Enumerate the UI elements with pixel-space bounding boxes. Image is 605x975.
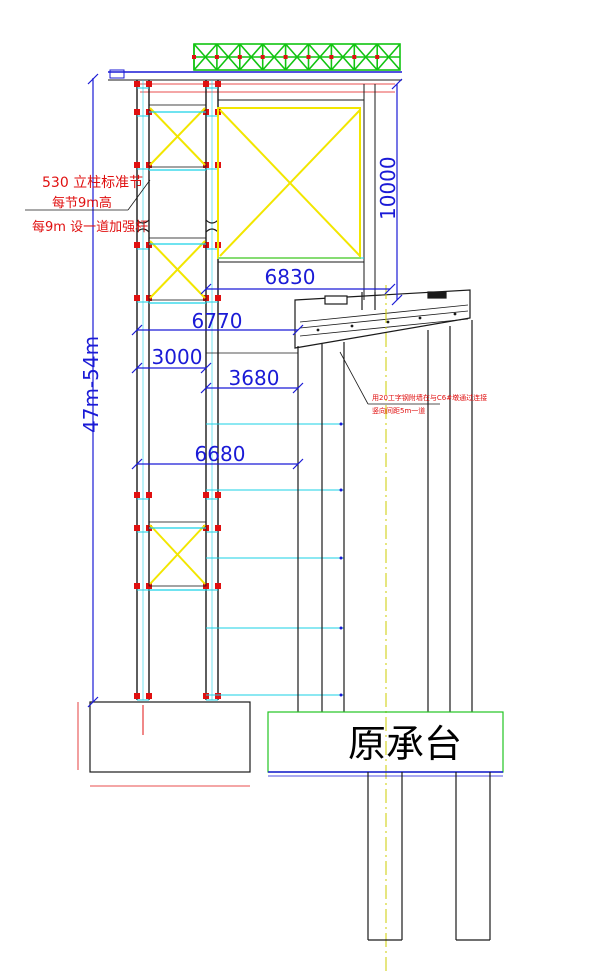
column-joint-marker bbox=[215, 492, 221, 498]
tie-rods bbox=[206, 422, 344, 697]
truss-member bbox=[353, 43, 378, 71]
top-truss-nodes bbox=[192, 55, 380, 59]
column-joint-marker bbox=[203, 693, 209, 699]
dim-6680-label: 6680 bbox=[195, 442, 246, 466]
dim-10000 bbox=[391, 78, 403, 306]
top-frame-bracing bbox=[217, 84, 376, 300]
column-joint-marker bbox=[146, 693, 152, 699]
tower-bracing-panel-2 bbox=[148, 237, 207, 304]
column-joint-marker bbox=[134, 162, 140, 168]
tower-columns-left bbox=[136, 80, 219, 700]
dim-6770 bbox=[131, 324, 304, 336]
truss-node bbox=[192, 55, 196, 59]
pier-cap-beam bbox=[294, 289, 471, 349]
column-joint-marker bbox=[215, 583, 221, 589]
tower-bracing-panel-3 bbox=[148, 521, 207, 591]
truss-node bbox=[260, 55, 265, 59]
truss-member bbox=[239, 43, 264, 71]
dim-6830 bbox=[200, 283, 396, 295]
column-joint-marker bbox=[134, 693, 140, 699]
dim-3680-label: 3680 bbox=[229, 366, 280, 390]
truss-member bbox=[376, 43, 401, 71]
column-joint-marker bbox=[215, 525, 221, 531]
tie-note-leader bbox=[339, 351, 440, 405]
dim-6680 bbox=[131, 458, 304, 470]
column-joint-marker bbox=[203, 492, 209, 498]
column-joint-marker bbox=[215, 81, 221, 87]
truss-node bbox=[306, 55, 311, 59]
tie-anchor bbox=[339, 422, 343, 426]
dim-3680 bbox=[200, 382, 304, 394]
tie-anchor bbox=[339, 693, 343, 697]
dim-10000-label: 10000 bbox=[376, 156, 400, 220]
column-joint-marker bbox=[134, 295, 140, 301]
column-joint-marker bbox=[146, 81, 152, 87]
column-joint-marker bbox=[203, 81, 209, 87]
truss-member bbox=[330, 43, 355, 71]
top-truss bbox=[193, 43, 401, 71]
pier-columns bbox=[297, 320, 473, 712]
truss-member bbox=[284, 43, 310, 71]
left-foundation bbox=[77, 701, 251, 787]
truss-member bbox=[307, 43, 333, 71]
column-joint-marker bbox=[134, 109, 140, 115]
column-joint-marker bbox=[134, 492, 140, 498]
truss-node bbox=[352, 55, 357, 59]
truss-member bbox=[262, 43, 287, 71]
tie-anchor bbox=[339, 626, 343, 630]
truss-node bbox=[283, 55, 288, 59]
truss-node bbox=[237, 55, 242, 59]
column-joint-marker bbox=[146, 492, 152, 498]
column-joint-marker bbox=[215, 295, 221, 301]
column-spec-line3: 每9m 设一道加强杆 bbox=[32, 219, 148, 235]
column-joint-marker bbox=[215, 693, 221, 699]
original-pile-cap bbox=[267, 711, 504, 777]
tie-note-line1: 用20工字钢附墙在与C6#墩通过连接 bbox=[372, 393, 487, 402]
truss-node bbox=[375, 55, 380, 59]
column-spec-leader bbox=[25, 179, 151, 211]
truss-member bbox=[193, 43, 218, 71]
truss-node bbox=[214, 55, 219, 59]
column-joints bbox=[134, 81, 221, 701]
truss-member bbox=[216, 43, 241, 71]
column-section-breaks bbox=[136, 219, 219, 233]
cap-beam-bolts bbox=[316, 312, 457, 332]
column-joint-marker bbox=[134, 525, 140, 531]
piles bbox=[367, 772, 491, 941]
column-spec-line1: 530 立柱标准节 bbox=[42, 175, 143, 191]
column-joint-marker bbox=[134, 242, 140, 248]
tower-bracing-panel-1 bbox=[148, 104, 207, 171]
column-joint-marker bbox=[134, 81, 140, 87]
dim-3000-label: 3000 bbox=[152, 345, 203, 369]
dim-total-height-label: 47m-54m bbox=[79, 336, 103, 433]
tie-anchor bbox=[339, 556, 343, 560]
truss-node bbox=[329, 55, 334, 59]
dim-6830-label: 6830 bbox=[265, 265, 316, 289]
original-cap-label: 原承台 bbox=[348, 722, 462, 766]
top-deck bbox=[108, 69, 402, 93]
tie-anchor bbox=[339, 488, 343, 492]
tie-note-line2: 竖向间距5m一道 bbox=[372, 406, 425, 415]
dim-6770-label: 6770 bbox=[192, 309, 243, 333]
dim-total-height bbox=[87, 73, 99, 708]
column-spec-line2: 每节9m高 bbox=[52, 195, 112, 211]
column-joint-marker bbox=[134, 583, 140, 589]
dim-3000 bbox=[131, 352, 298, 374]
